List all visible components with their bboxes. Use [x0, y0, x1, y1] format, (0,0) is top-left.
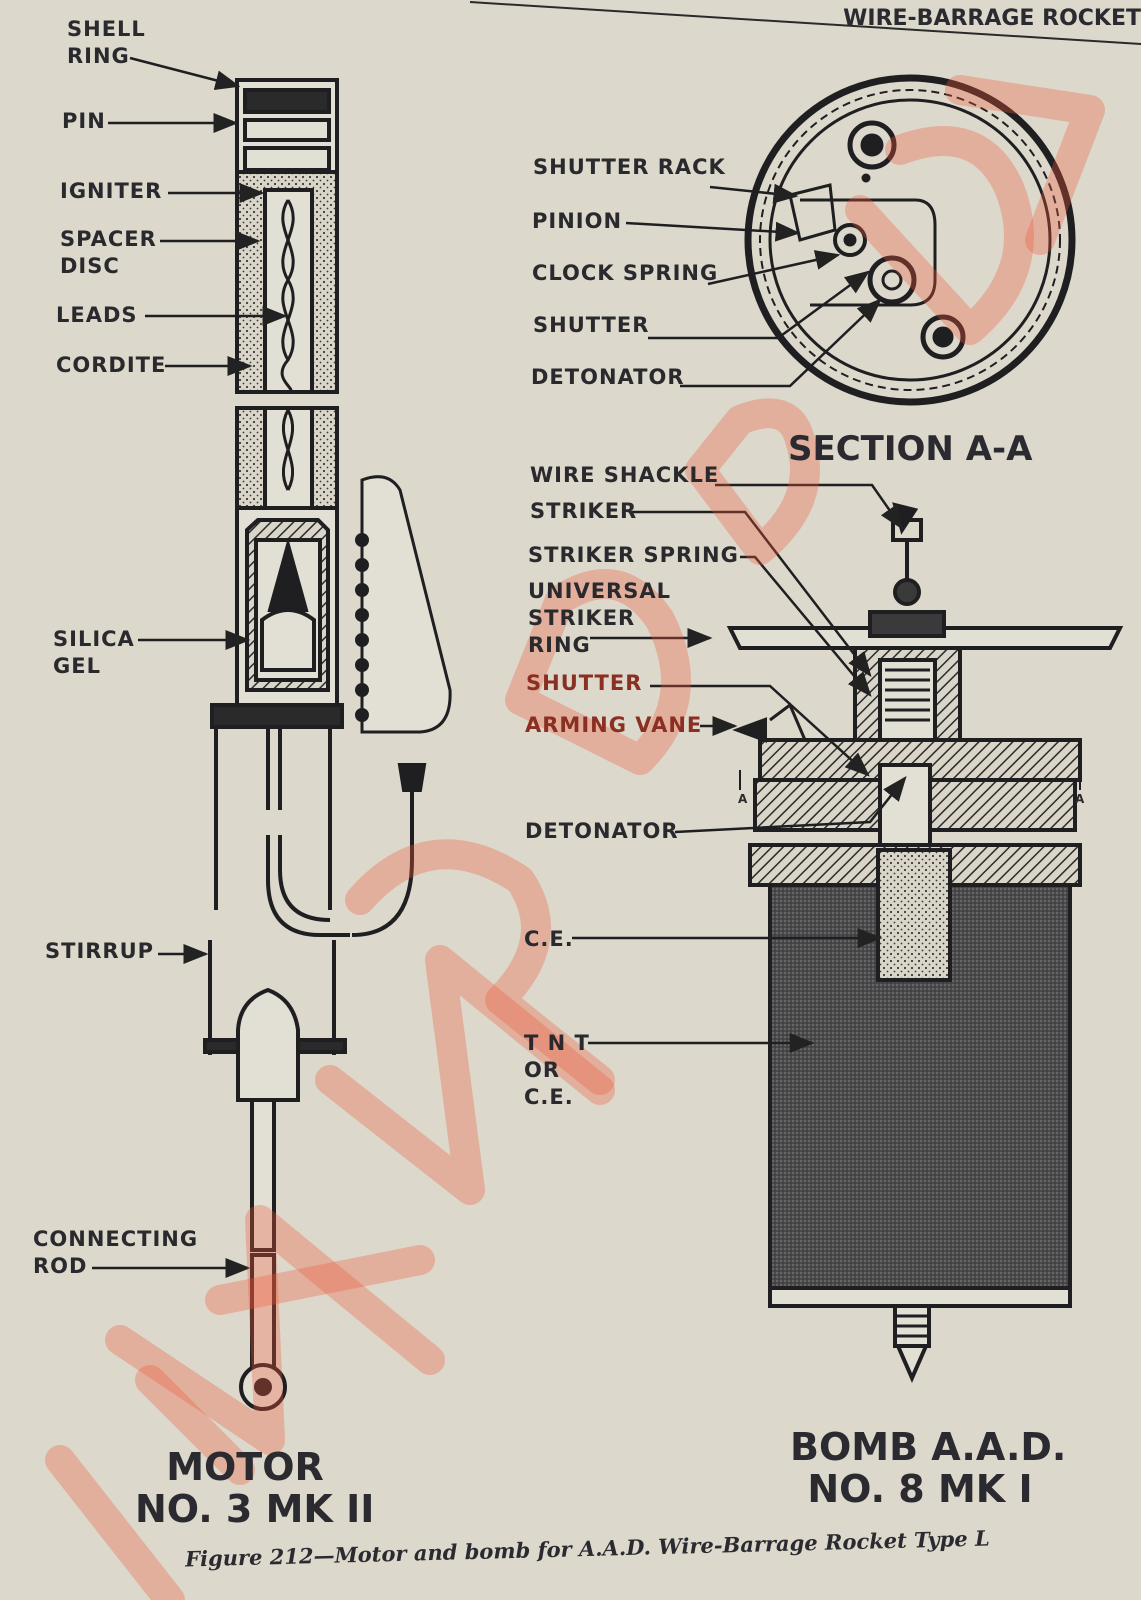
label-arming-vane: ARMING VANE: [525, 713, 703, 737]
label-pinion: PINION: [532, 209, 623, 233]
label-pin: PIN: [62, 109, 106, 133]
label-section-shutter: SHUTTER: [533, 313, 650, 337]
label-cordite: CORDITE: [56, 353, 167, 377]
leader-lines: [92, 56, 907, 1278]
label-bomb-detonator: DETONATOR: [525, 819, 679, 843]
header-rule: [469, 1, 1141, 45]
label-shell-ring: SHELL RING: [67, 17, 146, 68]
label-tnt-or-ce: T N T OR C.E.: [524, 1031, 590, 1109]
motor-title: MOTOR NO. 3 MK II: [135, 1445, 375, 1531]
label-spacer-disc: SPACER DISC: [60, 227, 157, 278]
bomb-drawing: [726, 502, 1124, 1383]
label-striker: STRIKER: [530, 499, 638, 523]
section-mark-left: A: [738, 792, 749, 806]
section-aa-drawing: [744, 74, 1076, 406]
label-wire-shackle: WIRE SHACKLE: [530, 463, 720, 487]
label-silica-gel: SILICA GEL: [53, 627, 135, 678]
motor-drawing: [203, 78, 452, 1411]
bomb-title: BOMB A.A.D. NO. 8 MK I: [790, 1425, 1067, 1511]
label-bomb-shutter: SHUTTER: [526, 671, 643, 695]
watermark-shapes: [45, 75, 1105, 1600]
label-universal-striker-ring: UNIVERSAL STRIKER RING: [528, 579, 671, 657]
label-leads: LEADS: [56, 303, 138, 327]
page-header: WIRE-BARRAGE ROCKET: [843, 6, 1141, 31]
label-igniter: IGNITER: [60, 179, 163, 203]
label-section-detonator: DETONATOR: [531, 365, 685, 389]
label-striker-spring: STRIKER SPRING: [528, 543, 739, 567]
section-title: SECTION A-A: [788, 429, 1033, 469]
label-ce: C.E.: [524, 927, 574, 951]
label-clock-spring: CLOCK SPRING: [532, 261, 719, 285]
label-connecting-rod: CONNECTING ROD: [33, 1227, 199, 1278]
section-mark-right: A: [1075, 792, 1086, 806]
label-stirrup: STIRRUP: [45, 939, 155, 963]
label-shutter-rack: SHUTTER RACK: [533, 155, 726, 179]
